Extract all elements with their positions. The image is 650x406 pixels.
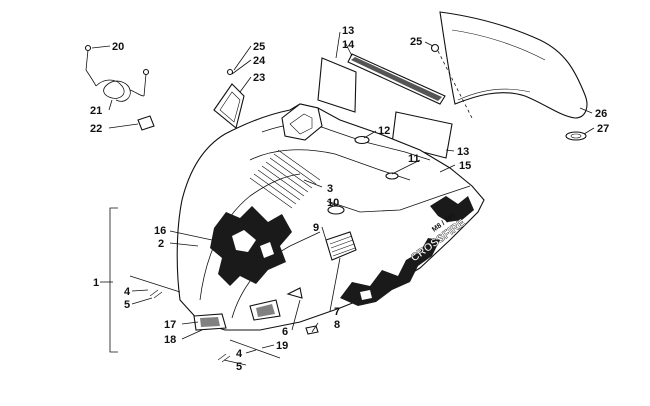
callout-5a: 5 (124, 299, 130, 311)
callout-4b: 4 (236, 348, 243, 360)
callout-11: 11 (408, 153, 420, 165)
headlight-lens-left (193, 313, 227, 331)
callout-13b: 13 (457, 146, 469, 158)
callout-23: 23 (253, 72, 265, 84)
headlight-lens-right (249, 299, 281, 321)
callout-21: 21 (90, 105, 102, 117)
callout-27: 27 (597, 123, 609, 135)
tether-clip (137, 115, 155, 131)
windshield (439, 11, 588, 119)
windshield-screw (430, 43, 473, 119)
windshield-decal-upper (317, 57, 357, 113)
callout-18: 18 (164, 334, 176, 346)
callout-25b: 25 (410, 36, 422, 48)
callout-6: 6 (282, 326, 288, 338)
callout-8: 8 (334, 319, 340, 331)
callout-1: 1 (93, 277, 99, 289)
callout-20: 20 (112, 41, 124, 53)
callout-17: 17 (164, 319, 176, 331)
callout-25a: 25 (253, 41, 265, 53)
callout-14: 14 (342, 39, 355, 51)
hood-louvres (249, 149, 321, 209)
callout-numbers: 1 2 3 4 4 5 5 6 7 8 9 10 11 12 13 13 14 … (90, 25, 609, 373)
callout-5b: 5 (236, 361, 242, 373)
grommet-11 (385, 172, 399, 180)
callout-2: 2 (158, 238, 164, 250)
callout-13a: 13 (342, 25, 354, 37)
callout-3: 3 (327, 183, 333, 195)
callout-4a: 4 (124, 286, 131, 298)
side-mesh-screen (325, 231, 357, 261)
callout-9: 9 (313, 222, 319, 234)
callout-16: 16 (154, 225, 166, 237)
callout-12: 12 (378, 125, 390, 137)
vent-insert (213, 68, 245, 129)
callout-22: 22 (90, 123, 102, 135)
side-graphic-right (340, 196, 474, 306)
leader-lines (91, 31, 595, 366)
windshield-bushing (565, 131, 587, 141)
callout-15: 15 (459, 160, 471, 172)
grommet-12 (354, 135, 370, 145)
hood-graphic-left (210, 206, 292, 286)
callout-7: 7 (334, 306, 340, 318)
callout-10: 10 (327, 197, 339, 209)
tether-cord (84, 44, 150, 102)
callout-24: 24 (253, 55, 266, 67)
deflector-strip (347, 53, 446, 105)
callout-26: 26 (595, 108, 607, 120)
callout-19: 19 (276, 340, 288, 352)
